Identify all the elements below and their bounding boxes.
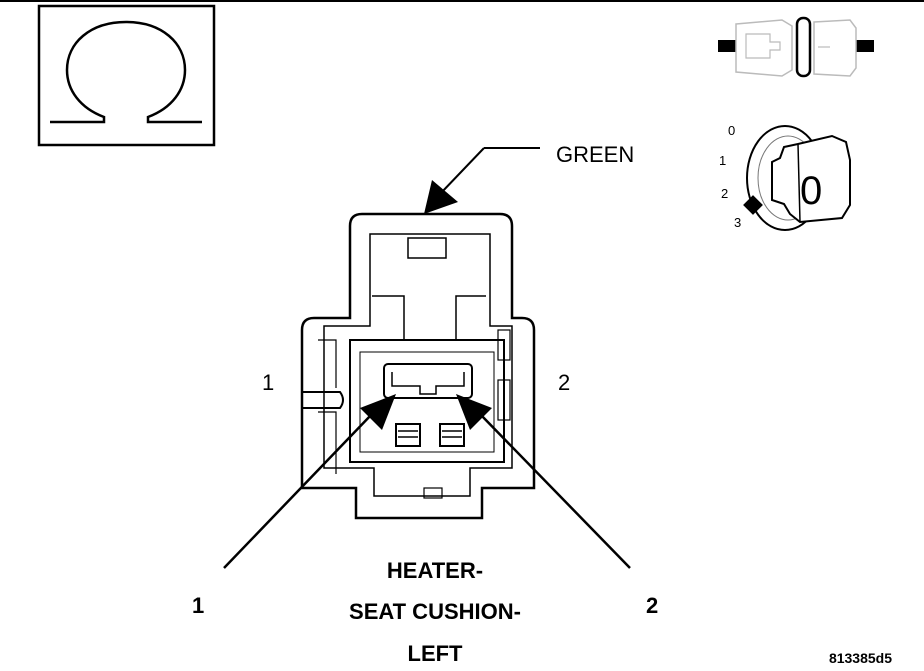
component-title-line1: HEATER- <box>387 558 483 583</box>
ignition-pos-3: 0 <box>728 123 735 138</box>
cavity-label-1: 1 <box>262 370 274 395</box>
ohm-icon <box>37 4 216 147</box>
figure-id: 813385d5 <box>829 650 892 666</box>
connector-body <box>300 212 536 520</box>
ignition-pos-0: 3 <box>734 215 741 230</box>
ignition-pos-1: 2 <box>721 186 728 201</box>
terminal-pin-2 <box>439 423 465 447</box>
cavity-label-2: 2 <box>558 370 570 395</box>
terminal-cavity <box>383 363 473 399</box>
probe-arrow-2 <box>456 394 631 569</box>
ignition-key-icon: 0 1 2 3 0 <box>719 123 851 231</box>
terminal-pin-1 <box>395 423 421 447</box>
connector-disconnected-icon <box>718 16 874 78</box>
component-title-line3: LEFT <box>408 641 464 666</box>
ignition-key-label: 0 <box>800 169 822 213</box>
probe-label-2: 2 <box>646 593 658 618</box>
component-title-line2: SEAT CUSHION- <box>349 599 521 624</box>
probe-label-1: 1 <box>192 593 204 618</box>
probe-arrow-1 <box>223 394 396 569</box>
color-leader <box>424 147 540 214</box>
ignition-pos-2: 1 <box>719 153 726 168</box>
connector-color-label: GREEN <box>556 142 634 167</box>
